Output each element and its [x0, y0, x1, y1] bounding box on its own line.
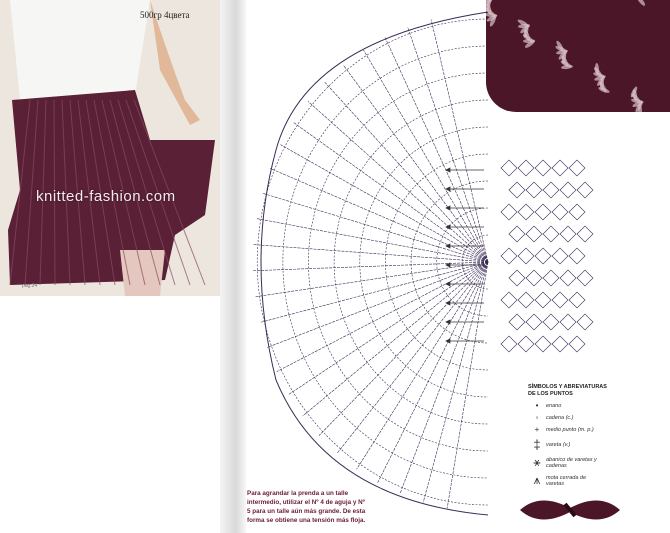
legend-item: +medio punto (m. p.): [528, 425, 668, 434]
photo-caption: 500гр 4цвета: [140, 10, 190, 20]
cadena-oval-icon: ◦: [535, 413, 539, 422]
enano-dot-icon: •: [535, 401, 539, 410]
yarn-skein-icon: [520, 500, 620, 520]
legend-item: ‡vareta (v.): [528, 437, 668, 452]
legend-title: SÍMBOLOS Y ABREVIATURAS: [528, 384, 607, 390]
medio-punto-cross-icon: +: [534, 425, 540, 434]
mota-cluster-icon: ⩚: [533, 473, 541, 487]
fabric-texture: [486, 0, 646, 112]
legend-item: •enano: [528, 401, 668, 410]
legend-title-2: DE LOS PUNTOS: [528, 391, 573, 397]
crochet-chart: [253, 11, 594, 516]
legend-item: ⚹abanico de varetas y cadenas: [528, 455, 668, 470]
fabric-detail-photo: [486, 0, 670, 112]
legend-item: ⩚mota cerrada de varetas: [528, 473, 668, 488]
abanico-fan-icon: ⚹: [533, 455, 541, 469]
watermark: knitted-fashion.com: [36, 188, 176, 205]
vareta-stitch-icon: ‡: [533, 437, 541, 452]
page-gutter: [220, 0, 246, 533]
sizing-note: Para agrandar la prenda a un talle inter…: [247, 490, 366, 524]
skirt-photo: 500гр 4цвета knitted-fashion.com pag.24: [0, 0, 220, 296]
stitch-legend: SÍMBOLOS Y ABREVIATURAS DE LOS PUNTOS •e…: [528, 384, 668, 488]
page-number: pag.24: [22, 283, 38, 289]
skirt-illustration: [0, 0, 220, 296]
legend-item: ◦cadena (c.): [528, 413, 668, 422]
